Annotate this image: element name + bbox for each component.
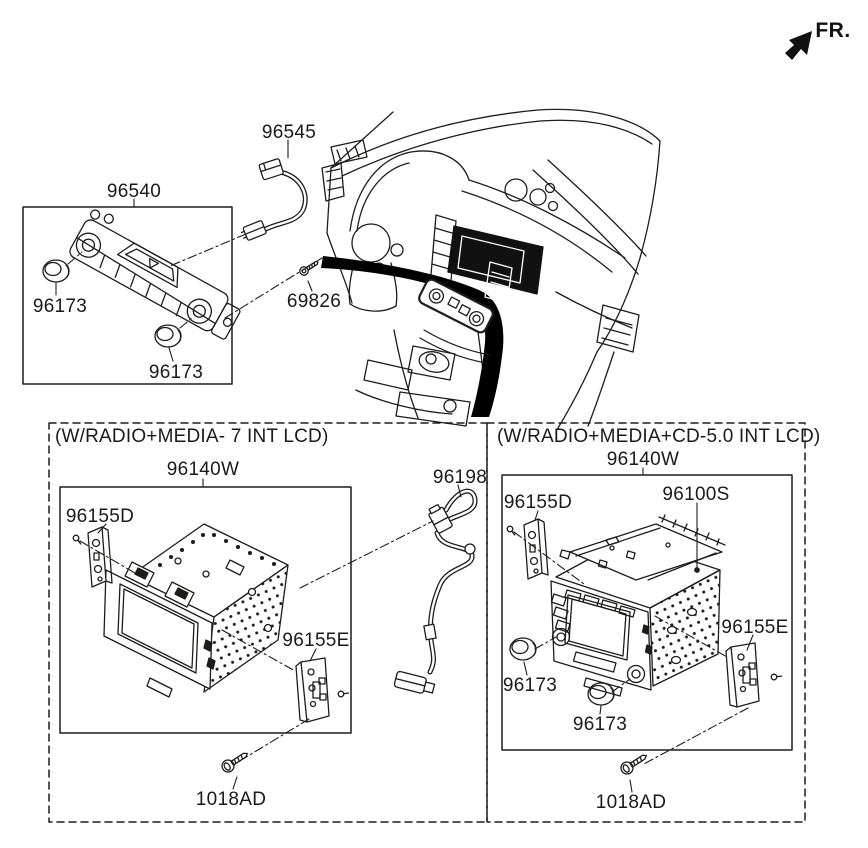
- part-label-96545: 96545: [261, 122, 317, 143]
- part-label-96155d-left: 96155D: [65, 506, 135, 527]
- bracket-96155e-left: [295, 657, 330, 723]
- part-label-96155e-right: 96155E: [721, 617, 789, 638]
- dashboard-illustration: [321, 108, 661, 429]
- knob-96173-right-lower: [587, 682, 615, 706]
- bracket-screw-right-variant-icon: [506, 525, 516, 536]
- fr-direction-label: FR.: [815, 19, 851, 42]
- leader-lines: [55, 139, 754, 793]
- bracket-96155e-right: [725, 642, 760, 708]
- part-label-69826: 69826: [286, 291, 342, 312]
- part-label-96173-upper: 96173: [32, 296, 88, 317]
- control-panel-box: [22, 206, 233, 385]
- variant-right-title: (W/RADIO+MEDIA+CD-5.0 INT LCD): [497, 426, 821, 447]
- bracket-96155d-right: [523, 518, 549, 580]
- knob-96173-lower: [154, 324, 182, 348]
- location-arrow: [321, 256, 504, 417]
- part-label-96540: 96540: [106, 181, 162, 202]
- knob-96173-right-upper: [509, 637, 537, 661]
- bracket-screw-right-icon: [337, 690, 350, 698]
- antenna-cable-96198: [393, 488, 478, 694]
- bracket-screw-96155e-right-icon: [770, 673, 783, 681]
- part-label-96100s: 96100S: [662, 484, 730, 505]
- part-label-96173-lower: 96173: [148, 362, 204, 383]
- part-label-96140w-left: 96140W: [166, 459, 240, 480]
- fr-direction-arrow-icon: [785, 31, 812, 60]
- deck-plate-96100s: [559, 514, 726, 581]
- head-unit-96140w-left: [103, 523, 289, 698]
- knob-96173-upper: [42, 259, 70, 283]
- part-label-96198: 96198: [432, 467, 488, 488]
- part-label-96173-right-lower: 96173: [572, 714, 628, 735]
- control-panel-96540: [69, 209, 241, 340]
- variant-right-box: [486, 422, 806, 823]
- bracket-screw-left-icon: [72, 534, 82, 545]
- variant-left-title: (W/RADIO+MEDIA- 7 INT LCD): [55, 426, 329, 447]
- part-label-96173-right-upper: 96173: [502, 675, 558, 696]
- bracket-96155d-left: [87, 526, 113, 588]
- part-label-96140w-right: 96140W: [606, 449, 680, 470]
- part-label-96155d-right: 96155D: [503, 492, 573, 513]
- assembly-lines: [67, 233, 749, 766]
- screw-1018ad-right: [620, 754, 647, 775]
- screw-1018ad-left: [221, 752, 248, 773]
- variant-left-box: [48, 422, 488, 823]
- part-label-96155e-left: 96155E: [282, 630, 350, 651]
- part-label-1018ad-right: 1018AD: [595, 792, 667, 813]
- head-unit-96140w-right: [550, 514, 726, 697]
- cable-96545: [240, 158, 308, 241]
- part-label-1018ad-left: 1018AD: [195, 789, 267, 810]
